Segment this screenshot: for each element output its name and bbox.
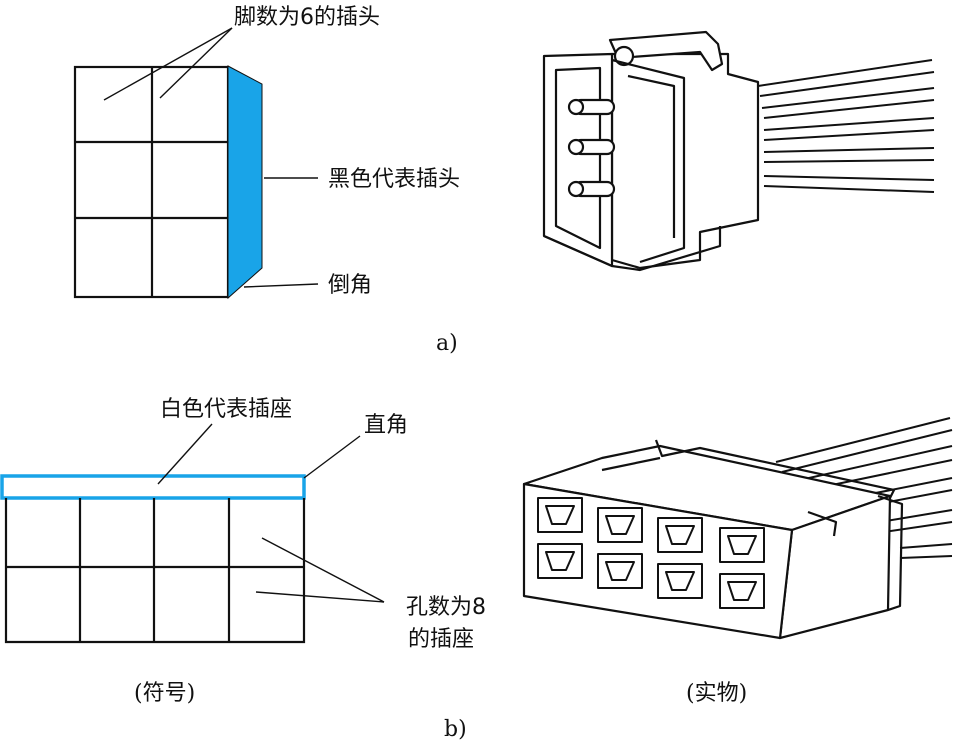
leader-line: [103, 27, 233, 101]
label-hole-count-line1: 孔数为8: [406, 595, 486, 620]
caption-symbol: (符号): [134, 681, 195, 706]
plug-illustration: [542, 30, 935, 272]
label-pin-count: 脚数为6的插头: [234, 5, 380, 30]
plug-black-bar: [227, 65, 263, 300]
label-hole-count-line2: 的插座: [408, 627, 474, 652]
leader-line: [303, 435, 361, 479]
socket-illustration: [522, 417, 953, 640]
caption-b: b): [444, 717, 467, 742]
caption-a: a): [436, 331, 458, 356]
label-right-angle: 直角: [364, 413, 408, 438]
caption-object: (实物): [686, 681, 747, 706]
leader-line: [159, 27, 233, 99]
socket-symbol: [4, 498, 306, 644]
label-white-socket: 白色代表插座: [160, 397, 292, 422]
leader-line: [243, 283, 319, 288]
plug-pins: [567, 98, 616, 198]
plug-symbol: [73, 65, 230, 299]
leader-line: [157, 423, 213, 485]
label-chamfer: 倒角: [328, 273, 372, 298]
plug-wires: [757, 59, 935, 193]
leader-line: [261, 537, 385, 603]
figure-b-leaders: [157, 423, 385, 603]
socket-holes: [537, 497, 765, 609]
figure-a-leaders: [103, 27, 319, 288]
socket-white-bar: [0, 474, 306, 500]
leader-line: [255, 591, 385, 603]
label-black-plug: 黑色代表插头: [328, 167, 460, 192]
